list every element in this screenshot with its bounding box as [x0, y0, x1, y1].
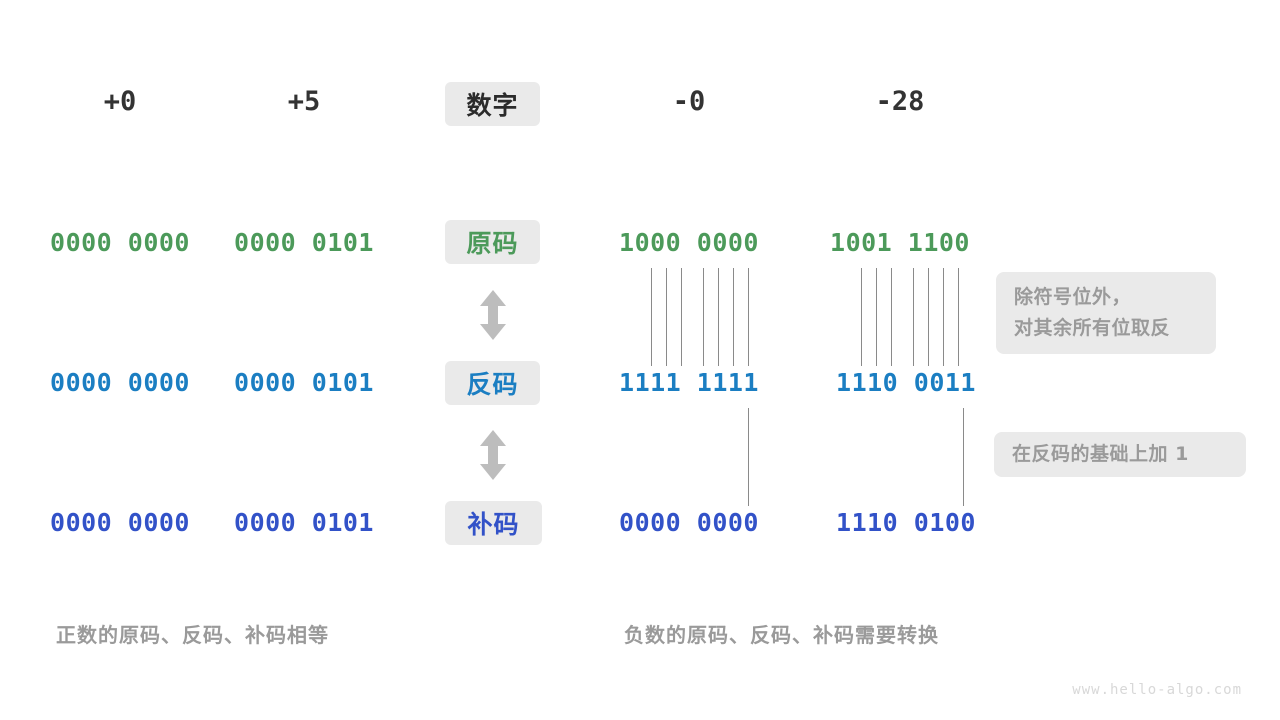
- annotation-invert-bits-line2: 对其余所有位取反: [1014, 317, 1171, 339]
- connector-line: [681, 268, 682, 366]
- bits-ones-complement-plus-zero: 0000 0000: [50, 368, 190, 397]
- watermark-url: www.hello-algo.com: [1072, 682, 1242, 698]
- connector-line: [718, 268, 719, 366]
- annotation-add-one: 在反码的基础上加 1: [994, 432, 1246, 477]
- annotation-invert-bits-line1: 除符号位外，: [1014, 286, 1132, 308]
- bits-true-form-minus-zero: 1000 0000: [619, 228, 759, 257]
- header-value-plus-zero: +0: [103, 86, 137, 117]
- connector-line: [876, 268, 877, 366]
- double-arrow-vertical-icon: [473, 288, 513, 346]
- annotation-add-one-line1: 在反码的基础上加 1: [1012, 443, 1189, 465]
- bits-twos-complement-minus-twentyeight: 1110 0100: [836, 508, 976, 537]
- row-label-ones-complement: 反码: [445, 361, 540, 405]
- connector-line: [913, 268, 914, 366]
- connector-line: [943, 268, 944, 366]
- connector-line: [748, 268, 749, 366]
- bits-twos-complement-minus-zero: 0000 0000: [619, 508, 759, 537]
- connector-line: [861, 268, 862, 366]
- connector-line: [651, 268, 652, 366]
- caption-negative: 负数的原码、反码、补码需要转换: [624, 623, 939, 647]
- connector-line: [963, 408, 964, 506]
- connector-line: [666, 268, 667, 366]
- header-value-plus-five: +5: [287, 86, 321, 117]
- connector-line: [733, 268, 734, 366]
- bits-ones-complement-plus-five: 0000 0101: [234, 368, 374, 397]
- row-label-twos-complement: 补码: [445, 501, 542, 545]
- double-arrow-vertical-icon-2: [473, 428, 513, 486]
- row-label-number: 数字: [445, 82, 540, 126]
- connector-line: [958, 268, 959, 366]
- bits-ones-complement-minus-zero: 1111 1111: [619, 368, 759, 397]
- connector-line: [748, 408, 749, 506]
- connector-line: [928, 268, 929, 366]
- bits-twos-complement-plus-zero: 0000 0000: [50, 508, 190, 537]
- annotation-invert-bits: 除符号位外， 对其余所有位取反: [996, 272, 1216, 354]
- row-label-true-form: 原码: [445, 220, 540, 264]
- connector-line: [703, 268, 704, 366]
- bits-true-form-minus-twentyeight: 1001 1100: [830, 228, 970, 257]
- header-value-minus-twentyeight: -28: [875, 86, 925, 117]
- bits-ones-complement-minus-twentyeight: 1110 0011: [836, 368, 976, 397]
- bits-true-form-plus-zero: 0000 0000: [50, 228, 190, 257]
- bits-twos-complement-plus-five: 0000 0101: [234, 508, 374, 537]
- header-value-minus-zero: -0: [672, 86, 706, 117]
- bits-true-form-plus-five: 0000 0101: [234, 228, 374, 257]
- connector-line: [891, 268, 892, 366]
- caption-positive: 正数的原码、反码、补码相等: [56, 623, 329, 647]
